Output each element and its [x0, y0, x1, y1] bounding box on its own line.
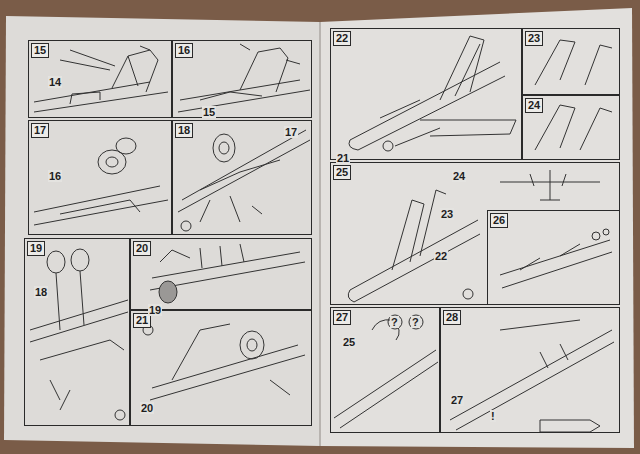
step-panel: 16 [172, 40, 312, 118]
callout-number: 22 [434, 250, 448, 262]
step-number: 22 [333, 31, 351, 46]
callout-number: 21 [336, 152, 350, 164]
step-number: 15 [31, 43, 49, 58]
step-panel: 27 [330, 307, 440, 433]
step-number: 28 [443, 310, 461, 325]
step-number: 17 [31, 123, 49, 138]
callout-number: 23 [440, 208, 454, 220]
step-panel: 22 [330, 28, 522, 160]
callout-number: ! [490, 410, 496, 422]
step-number: 18 [175, 123, 193, 138]
step-number: 25 [333, 165, 351, 180]
callout-number: 25 [342, 336, 356, 348]
callout-number: 27 [450, 394, 464, 406]
callout-number: 14 [48, 76, 62, 88]
step-panel: 19 [24, 238, 130, 426]
callout-number: 15 [202, 106, 216, 118]
step-panel: 21 [130, 310, 312, 426]
right-page [320, 8, 634, 448]
callout-number: 16 [48, 170, 62, 182]
step-number: 26 [490, 213, 508, 228]
step-panel: 24 [522, 95, 620, 160]
callout-number: 20 [140, 402, 154, 414]
step-number: 23 [525, 31, 543, 46]
step-number: 24 [525, 98, 543, 113]
page-fold [319, 22, 321, 446]
callout-number: ? [411, 316, 420, 328]
callout-number: 17 [284, 126, 298, 138]
step-panel: 23 [522, 28, 620, 95]
step-number: 19 [27, 241, 45, 256]
callout-number: 18 [34, 286, 48, 298]
left-page [4, 16, 320, 446]
callout-number: 24 [452, 170, 466, 182]
step-panel: 25 [330, 162, 620, 305]
step-panel: 28 [440, 307, 620, 433]
step-number: 27 [333, 310, 351, 325]
step-panel: 26 [487, 210, 620, 305]
callout-number: 19 [148, 304, 162, 316]
step-number: 16 [175, 43, 193, 58]
step-number: 20 [133, 241, 151, 256]
callout-number: ? [390, 316, 399, 328]
step-panel: 20 [130, 238, 312, 310]
